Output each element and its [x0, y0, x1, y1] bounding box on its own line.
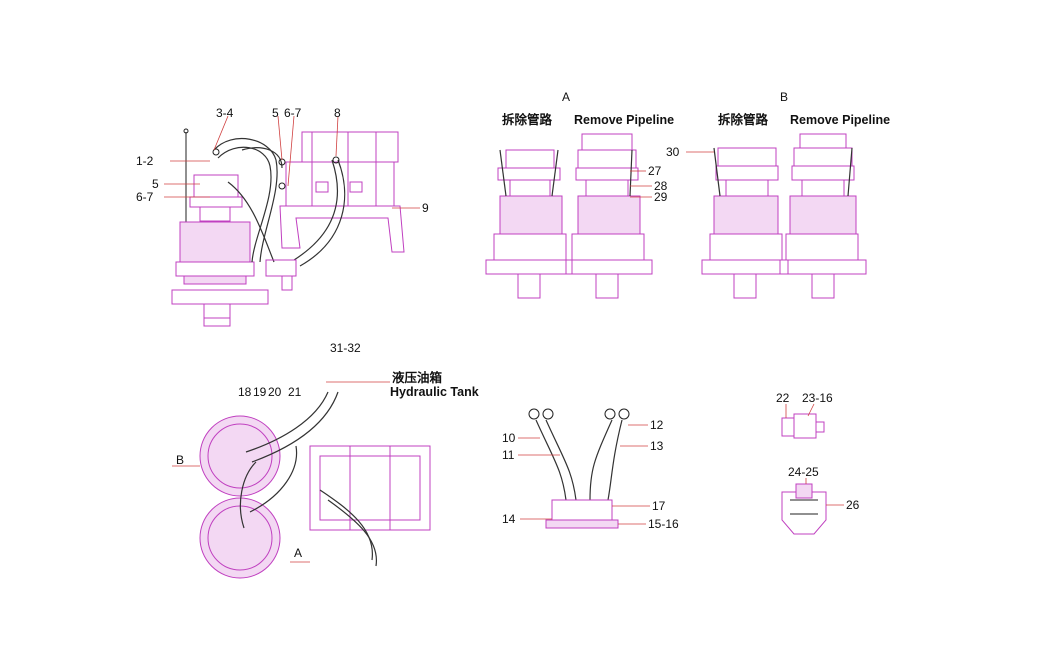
label-6-7: 6-7: [284, 106, 302, 120]
tank-caption-cn: 液压油箱: [392, 370, 443, 385]
view-b: B 拆除管路 Remove Pipeline 30: [666, 90, 890, 299]
label-11: 11: [502, 448, 515, 462]
label-5-side: 5: [152, 177, 159, 191]
label-20: 20: [268, 385, 282, 399]
label-28: 28: [654, 179, 668, 193]
view-a-caption-cn: 拆除管路: [502, 112, 553, 127]
view-a: A 拆除管路 Remove Pipeline: [485, 90, 674, 299]
label-31-32: 31-32: [330, 341, 361, 355]
label-17: 17: [652, 499, 666, 513]
view-a-caption-en: Remove Pipeline: [574, 113, 674, 127]
label-29: 29: [654, 190, 668, 204]
label-18: 18: [238, 385, 252, 399]
view-ref-b: B: [176, 453, 184, 467]
hose-assembly: 10 11 12 13 14 17 15-16: [502, 408, 679, 531]
view-b-motor-right: [779, 133, 867, 299]
label-5: 5: [272, 106, 279, 120]
view-ref-a: A: [294, 546, 302, 560]
label-1-2: 1-2: [136, 154, 154, 168]
top-view-assembly: 31-32 液压油箱 Hydraulic Tank 18 19 20 21 B …: [172, 341, 479, 579]
label-22: 22: [776, 391, 790, 405]
view-b-caption-cn: 拆除管路: [718, 112, 769, 127]
view-b-title: B: [780, 90, 788, 104]
label-6-7-side: 6-7: [136, 190, 154, 204]
view-a-title: A: [562, 90, 570, 104]
label-27: 27: [648, 164, 662, 178]
label-24-25: 24-25: [788, 465, 819, 479]
label-10: 10: [502, 431, 516, 445]
label-15-16: 15-16: [648, 517, 679, 531]
label-21: 21: [288, 385, 302, 399]
side-view-assembly: 3-4 5 6-7 8 1-2 5 6-7 9: [136, 106, 429, 327]
label-12: 12: [650, 418, 664, 432]
view-a-motor-right: [565, 133, 653, 299]
label-14: 14: [502, 512, 516, 526]
view-b-caption-en: Remove Pipeline: [790, 113, 890, 127]
label-30: 30: [666, 145, 680, 159]
tank-caption-en: Hydraulic Tank: [390, 385, 479, 399]
view-b-motor-left: [701, 147, 789, 299]
label-19: 19: [253, 385, 267, 399]
label-8: 8: [334, 106, 341, 120]
label-3-4: 3-4: [216, 106, 234, 120]
label-13: 13: [650, 439, 664, 453]
label-9: 9: [422, 201, 429, 215]
label-23-16: 23-16: [802, 391, 833, 405]
view-a-motor-left: [485, 149, 573, 299]
label-26: 26: [846, 498, 860, 512]
fitting-detail: 22 23-16 24-25 26: [776, 391, 860, 535]
